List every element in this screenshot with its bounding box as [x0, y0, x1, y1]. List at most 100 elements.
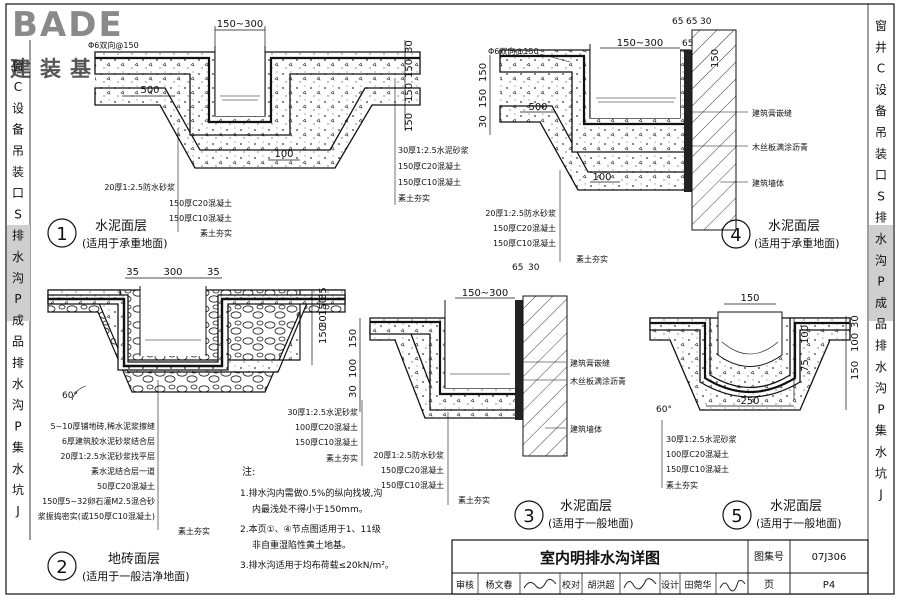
detail-3-dim-h2: 100	[348, 359, 359, 378]
detail-3-layer-r0: 20厚1:2.5防水砂浆	[373, 450, 444, 460]
sidebar-right-char: 坑	[875, 465, 887, 480]
sidebar-right-char: 沟	[875, 253, 887, 267]
detail-3-dim-t1: 65	[512, 263, 523, 273]
detail-5-layer-3: 素土夯实	[666, 480, 698, 490]
detail-4-subtitle: (适用于承重地面)	[754, 236, 840, 250]
detail-2-layer-1: 6厚建筑胶水泥砂浆结合层	[62, 436, 155, 446]
detail-2-dim-edge-l: 35	[126, 267, 139, 278]
detail-2-layer-0: 5~10厚铺地砖,稀水泥浆擦缝	[50, 421, 155, 431]
sidebar-right-char: 水	[875, 232, 887, 246]
sidebar-left-char: 排	[12, 356, 24, 370]
detail-5-slab	[649, 317, 851, 398]
detail-2-layer-6: 浆振捣密实(或150厚C10混凝土)	[38, 511, 155, 521]
detail-4-dim-side: 150	[710, 49, 721, 68]
sidebar-left-char: P	[14, 292, 21, 306]
detail-1-dim-top-c: 30	[404, 40, 415, 53]
detail-2-layer-4: 50厚C20混凝土	[97, 481, 155, 491]
sidebar-right-char: 水	[875, 445, 887, 459]
design-label: 设计	[661, 579, 679, 591]
sidebar-right-char: 吊	[875, 126, 887, 140]
detail-5-number-circle	[722, 500, 752, 530]
sidebar-right-char: 口	[875, 168, 887, 182]
sidebar-left-char: 排	[12, 229, 24, 243]
sidebar-right-char: J	[878, 488, 883, 502]
detail-1-number-circle	[47, 218, 77, 248]
detail-4-rebar: Φ6双向@150	[488, 46, 539, 56]
sidebar-left-char: 水	[12, 377, 24, 391]
detail-3-layer-l1: 100厚C20混凝土	[295, 422, 358, 432]
detail-3-title: 水泥面层	[560, 499, 612, 514]
audit-name: 杨文春	[485, 579, 512, 591]
detail-1-layer-r3: 素土夯实	[398, 193, 430, 203]
note-line-3: 2.本页①、④节点图适用于1、11级	[240, 523, 381, 535]
sidebar-left-char: 窗	[12, 59, 24, 73]
sidebar-left-char: 水	[12, 250, 24, 264]
sidebar-right-char: 排	[875, 211, 887, 225]
sidebar-right-char: 品	[875, 317, 887, 331]
detail-4-wall-label-0: 建筑膏嵌缝	[752, 108, 792, 118]
detail-3-dim-width: 150~300	[462, 288, 509, 299]
detail-5-number: 5	[731, 506, 742, 527]
detail-3-dim-t2: 30	[528, 263, 540, 273]
sidebar-right-char: 设	[875, 83, 887, 97]
detail-4-dim-t4: 65	[682, 39, 693, 49]
detail-1-concrete	[94, 87, 421, 169]
page-value: P4	[823, 580, 835, 591]
sidebar-right-char: 井	[875, 40, 887, 54]
detail-4-wall-label-2: 建筑墙体	[752, 178, 784, 188]
detail-1-dim-top-b: 150	[404, 59, 415, 78]
note-line-2: 内最浅处不得小于150mm。	[252, 503, 368, 515]
sidebar-left-active	[7, 225, 30, 321]
detail-3-layer-r3: 素土夯实	[458, 495, 490, 505]
detail-4-layer-2: 150厚C10混凝土	[493, 238, 556, 248]
detail-2-dim-h2: 30	[318, 315, 329, 328]
detail-1-layer-r0: 30厚1:2.5水泥砂浆	[398, 145, 469, 155]
sidebar-right-char: 集	[875, 423, 887, 438]
detail-4-wall-label-1: 木丝板满涂沥青	[752, 142, 808, 152]
detail-5-layer-2: 150厚C10混凝土	[666, 464, 729, 474]
detail-4-dim-h1: 150	[478, 63, 489, 82]
sidebar-left-char: 品	[12, 335, 24, 349]
detail-1-dim-side: 150	[404, 113, 415, 132]
design-signature	[719, 579, 746, 592]
detail-5-subtitle: (适用于一般地面)	[756, 517, 842, 530]
detail-3-dim-h3: 30	[348, 385, 359, 398]
sidebar-right-char: 窗	[875, 19, 887, 33]
detail-5-title: 水泥面层	[770, 499, 822, 514]
detail-4-number-circle	[721, 219, 751, 249]
detail-4-dim-width: 150~300	[617, 38, 664, 49]
detail-3-subtitle: (适用于一般地面)	[548, 517, 634, 530]
logo-seal: BADE 建装基地 Φ6双向@150	[10, 5, 139, 81]
detail-4-number: 4	[730, 225, 741, 246]
detail-1-layer-l3: 素土夯实	[200, 228, 232, 238]
detail-1-dim-left: 500	[140, 85, 159, 96]
sidebar-right-char: 水	[875, 360, 887, 374]
detail-2-angle: 60°	[62, 391, 78, 401]
detail-2-dim-edge-r: 35	[207, 267, 220, 278]
detail-4-title: 水泥面层	[768, 219, 820, 234]
sidebar-right-char: C	[877, 62, 885, 76]
note-line-5: 3.排水沟适用于均布荷载≤20kN/m²。	[240, 559, 394, 571]
detail-1-dim-bottom: 100	[274, 149, 293, 160]
note-line-4: 非自重湿陷性黄土地基。	[252, 539, 351, 551]
check-signature	[623, 578, 657, 590]
sidebar-right-char: 排	[875, 339, 887, 353]
detail-2-number-circle	[47, 551, 77, 581]
sidebar-left-char: 沟	[12, 398, 24, 412]
drawing-title: 室内明排水沟详图	[540, 549, 660, 567]
detail-3-number: 3	[523, 506, 534, 527]
sidebar-right-char: 沟	[875, 381, 887, 395]
detail-3-layer-l0: 30厚1:2.5水泥砂浆	[287, 407, 358, 417]
sidebar-left-char: C	[14, 80, 22, 94]
check-label: 校对	[562, 579, 580, 591]
logo-brand: BADE	[12, 5, 124, 45]
sidebar-left-char: P	[14, 419, 21, 433]
detail-4-dim-t2: 65	[686, 17, 697, 27]
detail-1-layer-l1: 150厚C20混凝土	[169, 198, 232, 208]
detail-5-angle: 60°	[656, 405, 672, 415]
detail-2-layer-2: 20厚1:2.5水泥砂浆找平层	[60, 451, 155, 461]
check-name: 胡洪超	[587, 579, 614, 591]
sidebar-right-char: 成	[875, 296, 887, 310]
detail-4-dim-bottom: 100	[592, 172, 611, 183]
